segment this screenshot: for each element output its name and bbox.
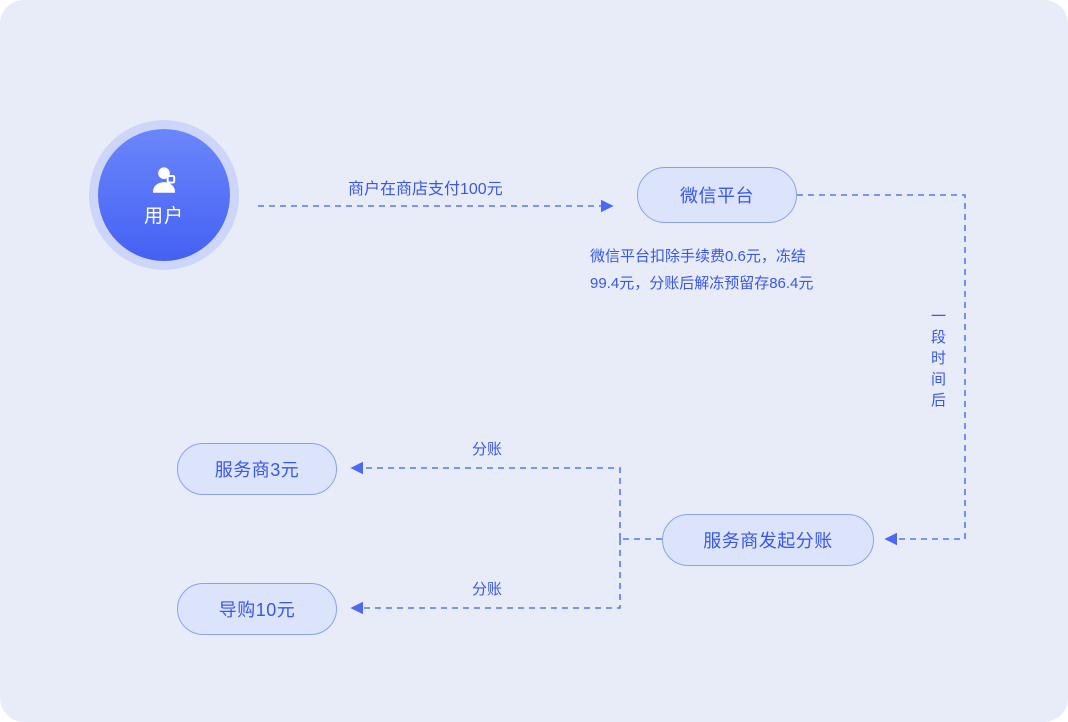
- node-wechat-platform: 微信平台: [637, 167, 797, 223]
- node-service-provider: 服务商3元: [177, 443, 337, 495]
- edge-label-split-top: 分账: [472, 441, 503, 458]
- fee-note-line-1: 微信平台扣除手续费0.6元，冻结: [590, 248, 806, 265]
- fee-note: 微信平台扣除手续费0.6元，冻结 99.4元，分账后解冻预留存86.4元: [590, 243, 813, 297]
- user-icon: [152, 166, 176, 193]
- fee-note-line-2: 99.4元，分账后解冻预留存86.4元: [590, 275, 814, 292]
- edge-label-payment: 商户在商店支付100元: [348, 181, 503, 198]
- edge-label-after-a-while: 一段时间后: [929, 308, 946, 413]
- node-initiate-split-label: 服务商发起分账: [703, 531, 833, 551]
- node-shopping-guide: 导购10元: [177, 583, 337, 635]
- node-service-provider-label: 服务商3元: [214, 460, 300, 480]
- edge-label-split-bottom: 分账: [472, 581, 503, 598]
- node-wechat-platform-label: 微信平台: [680, 186, 754, 206]
- node-shopping-guide-label: 导购10元: [218, 600, 296, 620]
- node-user: 用户: [98, 129, 230, 261]
- node-user-label: 用户: [143, 205, 184, 227]
- node-initiate-split: 服务商发起分账: [662, 514, 874, 566]
